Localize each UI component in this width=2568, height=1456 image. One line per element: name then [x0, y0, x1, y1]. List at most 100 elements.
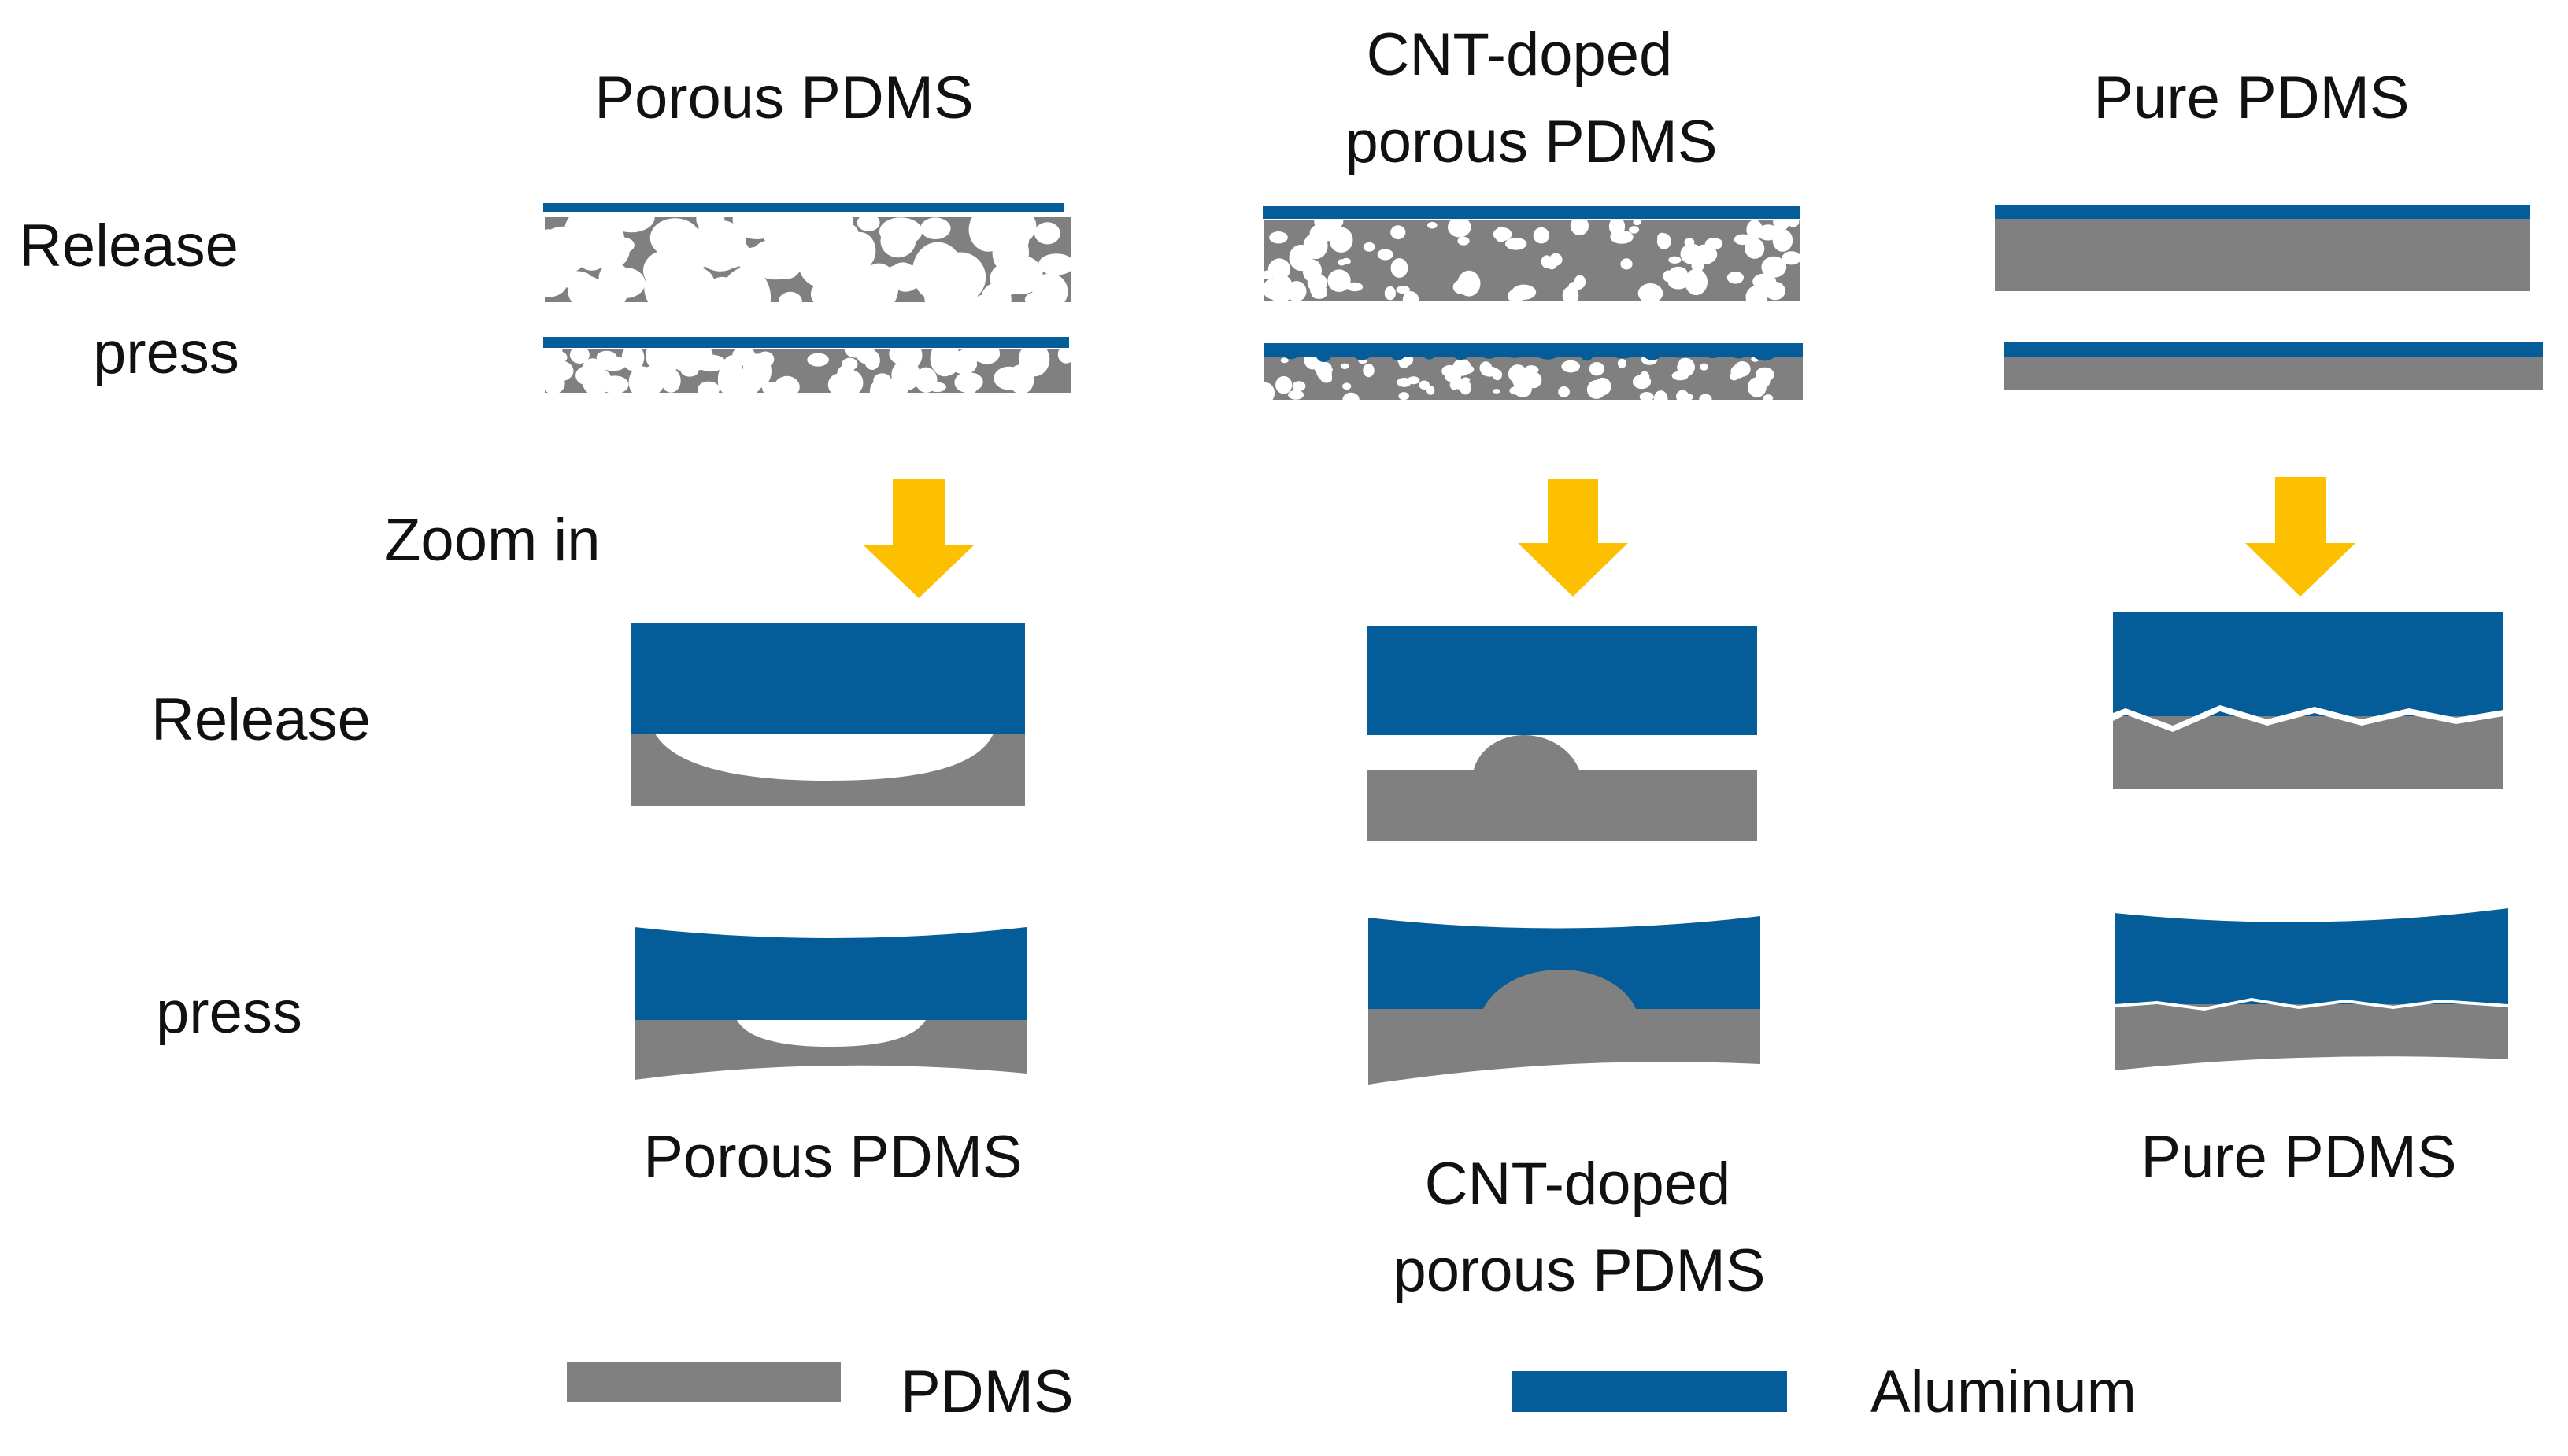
pore [1492, 389, 1500, 394]
zoom-porous-press [635, 927, 1027, 1080]
pore [1342, 382, 1352, 390]
cnt-bump [1669, 347, 1689, 358]
pore [560, 271, 594, 290]
zoom-pure-release-interface [2113, 705, 2503, 732]
pore [1038, 253, 1071, 275]
pore [1390, 225, 1406, 240]
cnt-bump [1730, 346, 1748, 359]
pore [873, 373, 892, 387]
zoom-porous-press-pdms [635, 1020, 1027, 1080]
pore [1280, 357, 1289, 364]
pore [582, 366, 611, 393]
column-title-porous: Porous PDMS [594, 65, 974, 131]
pore [1402, 291, 1419, 301]
pore [857, 217, 880, 231]
pore [1639, 371, 1650, 383]
pore [1327, 269, 1351, 293]
pore [545, 349, 563, 364]
zoom-porous-release-aluminum [631, 623, 1025, 734]
pore [1748, 377, 1767, 397]
pore [1730, 364, 1746, 379]
pore [1340, 363, 1349, 369]
pore [1745, 238, 1765, 259]
porous-release-pores [545, 217, 1071, 302]
pore [1524, 365, 1539, 375]
pore [742, 353, 772, 389]
column-title-cnt-line1: CNT-doped [1367, 21, 1673, 88]
pore [1676, 390, 1689, 400]
pore [621, 349, 645, 371]
pore [1657, 232, 1667, 243]
pore [1726, 272, 1744, 284]
pore [1363, 242, 1375, 252]
pore [1508, 364, 1527, 383]
pore [1390, 258, 1408, 278]
cnt-bump [1479, 346, 1499, 359]
zoom-pure-press-pdms [2115, 1004, 2508, 1070]
pure-release-pdms [1995, 219, 2530, 291]
pore [820, 268, 869, 302]
pore [628, 366, 656, 393]
legend-aluminum-swatch [1512, 1371, 1787, 1412]
pore [807, 353, 829, 367]
pore [683, 349, 713, 371]
pore [1787, 220, 1800, 227]
zoom-pure-press-interface [2115, 998, 2508, 1011]
pore [1752, 273, 1777, 290]
down-arrow-icon [1518, 479, 1628, 597]
pore [1574, 275, 1586, 289]
pore [643, 250, 689, 291]
pore [1427, 221, 1438, 229]
pore [1533, 227, 1550, 244]
zoom-pure-release [2113, 612, 2503, 789]
pore [1457, 236, 1470, 246]
porous-press-pores [545, 349, 1071, 393]
pore [1426, 386, 1435, 395]
cnt-bump [1704, 347, 1722, 358]
zoom-cnt-press-pdms [1368, 970, 1760, 1085]
row-label-press-top: press [93, 320, 239, 386]
pore [646, 349, 672, 371]
pore [964, 349, 995, 362]
zoom-pure-press [2115, 908, 2508, 1070]
zoom-pure-press-aluminum [2115, 908, 2508, 1004]
row-label-release-top: Release [19, 212, 239, 279]
cnt-bump [1535, 346, 1560, 360]
legend: PDMS Aluminum [567, 1358, 2137, 1425]
pore [1668, 256, 1682, 264]
cnt-press-pores [1264, 353, 1774, 400]
cnt-bump [1352, 345, 1372, 360]
pore [924, 275, 959, 302]
zoom-porous-press-aluminum [635, 927, 1027, 1020]
porous-press-aluminum [543, 337, 1069, 348]
pore [829, 222, 860, 249]
pore [1667, 276, 1689, 290]
cnt-bump [1282, 346, 1300, 360]
pure-press-stack [2004, 342, 2543, 390]
pore [1000, 217, 1037, 243]
pore [1363, 364, 1375, 378]
cnt-release-stack [1263, 206, 1800, 301]
pore [1322, 372, 1332, 379]
zoom-cnt-release [1367, 626, 1757, 841]
pore [1460, 364, 1475, 375]
pore [1541, 255, 1552, 268]
pore [698, 381, 720, 393]
pore [1384, 286, 1396, 301]
cnt-press-bumps [1282, 343, 1777, 362]
cnt-press-aluminum [1264, 343, 1803, 357]
cnt-bump [1452, 345, 1470, 360]
bottom-label-porous: Porous PDMS [643, 1124, 1023, 1191]
column-title-cnt-line2: porous PDMS [1345, 109, 1717, 176]
cnt-bump [1503, 347, 1527, 358]
pore [1419, 380, 1430, 390]
pore [1782, 251, 1800, 265]
legend-pdms-label: PDMS [901, 1358, 1074, 1425]
pore [545, 372, 565, 393]
pore [775, 217, 797, 227]
pore [1398, 392, 1409, 400]
pore [1677, 357, 1695, 377]
porous-release-aluminum [543, 203, 1064, 212]
pore [1633, 220, 1641, 226]
pore [649, 218, 701, 258]
